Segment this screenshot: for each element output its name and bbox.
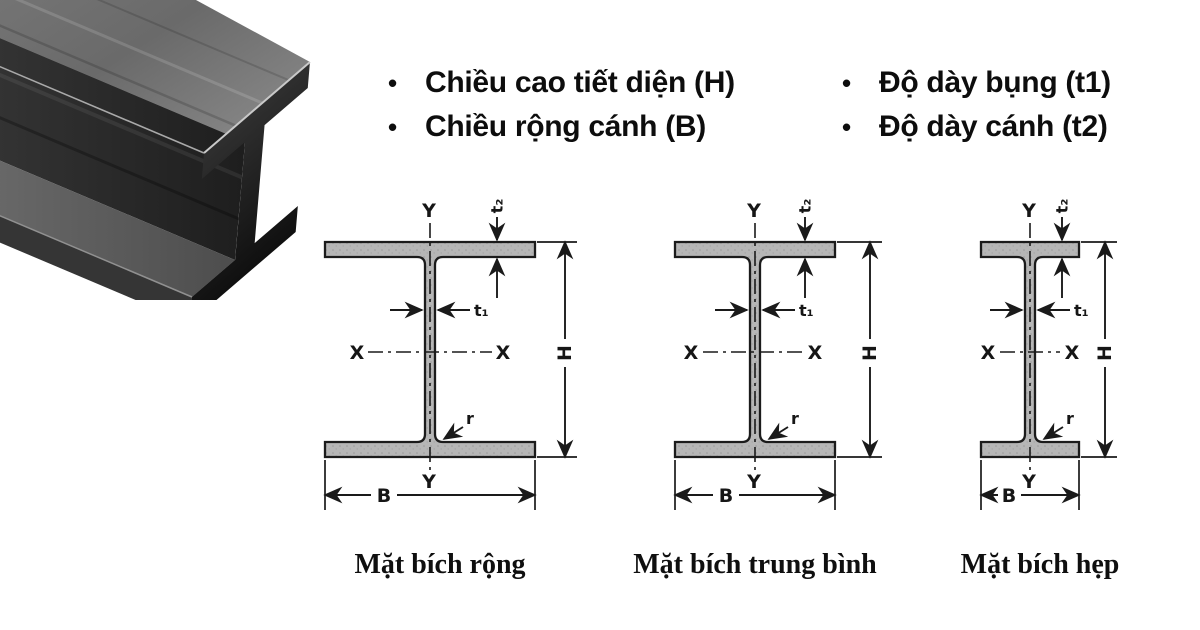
bullet-icon: • (388, 67, 397, 98)
list-item-label: Chiều rộng cánh (B) (425, 110, 706, 143)
cross-section-diagram-narrow: H B t₂ t₁ r Y Y X X (979, 199, 1117, 510)
cross-section-diagram-medium: H B t₂ t₁ r Y Y X X (673, 199, 882, 510)
flange-width-label: B (719, 485, 733, 507)
web-thickness-label: t₁ (474, 301, 489, 320)
feature-list-left: • Chiều cao tiết diện (H) • Chiều rộng c… (388, 61, 735, 149)
web-thickness-label: t₁ (799, 301, 814, 320)
beam-cross-section-face (189, 62, 310, 300)
diagram-caption-wide: Mặt bích rộng (354, 549, 526, 580)
flange-thickness-label: t₂ (1053, 199, 1072, 214)
list-item: • Chiều cao tiết diện (H) (388, 61, 735, 105)
y-axis-label-top: Y (1021, 200, 1036, 222)
height-label: H (554, 345, 576, 361)
x-axis-label-right: X (808, 342, 823, 364)
x-axis-label-right: X (496, 342, 511, 364)
list-item-label: Chiều cao tiết diện (H) (425, 66, 735, 99)
feature-list-right: • Độ dày bụng (t1) • Độ dày cánh (t2) (842, 61, 1111, 149)
flange-width-label: B (1002, 485, 1016, 507)
diagram-caption-medium: Mặt bích trung bình (633, 549, 877, 580)
fillet-radius-label: r (791, 409, 799, 428)
y-axis-label-top: Y (746, 200, 761, 222)
beam-bottom-flange-top (0, 160, 235, 297)
diagram-caption-narrow: Mặt bích hẹp (960, 549, 1120, 580)
y-axis-label-bottom: Y (1021, 471, 1036, 493)
flange-thickness-label: t₂ (796, 199, 815, 214)
list-item: • Độ dày bụng (t1) (842, 61, 1111, 105)
bullet-icon: • (388, 111, 397, 142)
flange-thickness-label: t₂ (488, 199, 507, 214)
steel-beam-photo (0, 0, 311, 300)
beam-top-surface (0, 0, 310, 153)
list-item-label: Độ dày bụng (t1) (879, 66, 1111, 99)
y-axis-label-top: Y (421, 200, 436, 222)
flange-width-label: B (377, 485, 391, 507)
cross-section-diagram-wide: H B t₂ t₁ r Y Y X X (323, 199, 577, 510)
beam-web-face (0, 38, 245, 260)
list-item: • Chiều rộng cánh (B) (388, 105, 735, 149)
y-axis-label-bottom: Y (746, 471, 761, 493)
bullet-icon: • (842, 67, 851, 98)
bullet-icon: • (842, 111, 851, 142)
fillet-radius-label: r (1066, 409, 1074, 428)
list-item: • Độ dày cánh (t2) (842, 105, 1111, 149)
x-axis-label-right: X (1065, 342, 1080, 364)
web-thickness-label: t₁ (1074, 301, 1089, 320)
height-label: H (859, 345, 881, 361)
fillet-radius-label: r (466, 409, 474, 428)
x-axis-label-left: X (350, 342, 365, 364)
height-label: H (1094, 345, 1116, 361)
list-item-label: Độ dày cánh (t2) (879, 110, 1108, 143)
x-axis-label-left: X (684, 342, 699, 364)
y-axis-label-bottom: Y (421, 471, 436, 493)
x-axis-label-left: X (981, 342, 996, 364)
